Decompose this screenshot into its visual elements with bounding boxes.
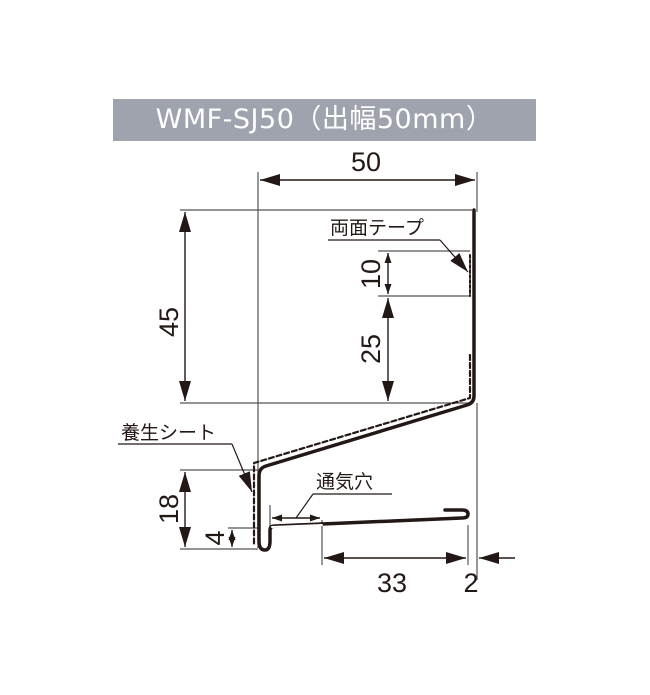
label-double-sided-tape: 両面テープ — [330, 217, 424, 239]
dim-width-total: 50 — [351, 147, 381, 177]
dim-hem-height: 4 — [200, 530, 230, 545]
dim-tape-offset: 25 — [356, 334, 386, 364]
label-curing-sheet: 養生シート — [121, 422, 216, 444]
dim-height-upper: 45 — [154, 307, 184, 337]
extension-lines — [180, 172, 478, 580]
flashing-profile — [252, 208, 476, 552]
dim-flange-length: 33 — [377, 568, 407, 598]
dim-tape-height: 10 — [356, 259, 386, 289]
label-vent-hole: 通気穴 — [316, 471, 373, 493]
dim-flange-gap: 2 — [463, 568, 478, 598]
dim-height-lower: 18 — [154, 494, 184, 524]
product-title: WMF-SJ50（出幅50mm） — [113, 99, 536, 141]
leader-lines — [118, 239, 469, 519]
dimension-lines — [179, 174, 515, 564]
